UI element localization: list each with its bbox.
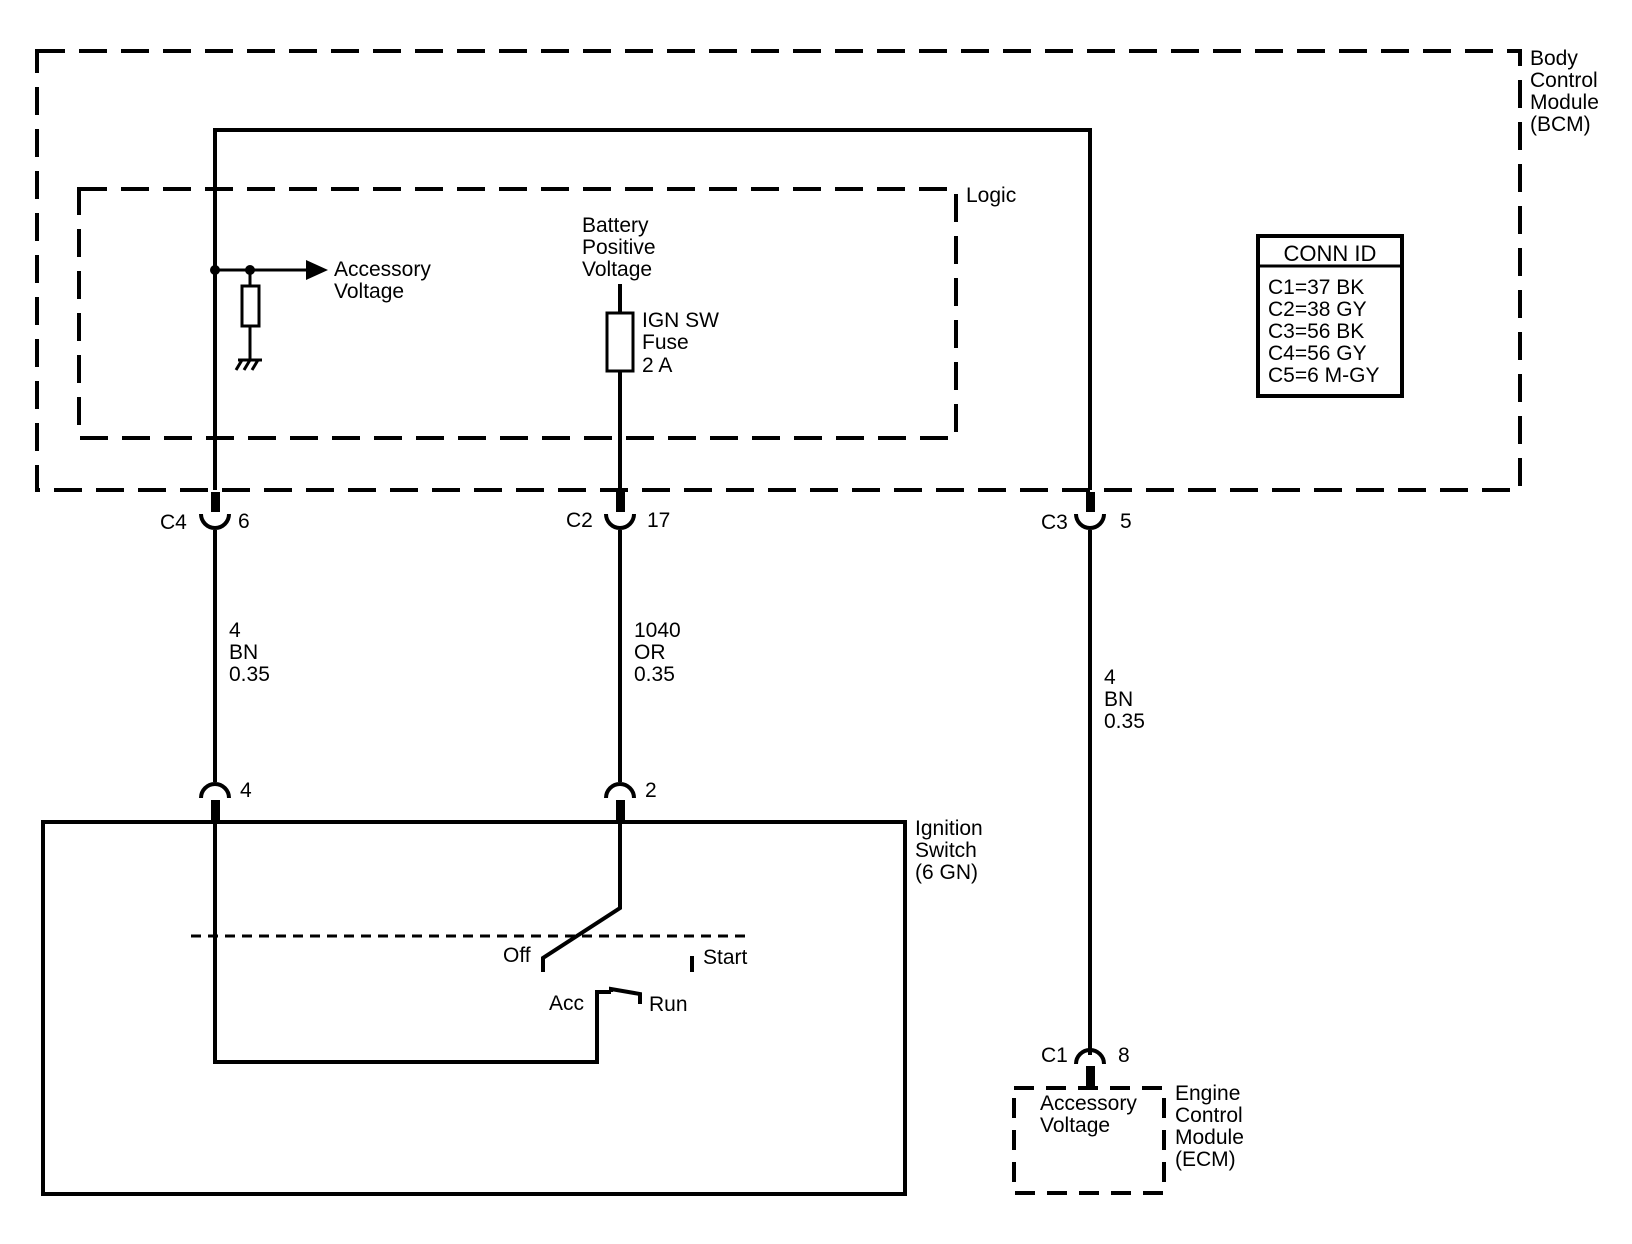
connector-pin: 8 bbox=[1118, 1044, 1130, 1067]
logic-boundary bbox=[77, 187, 958, 440]
wire-middle-label: 1040 OR 0.35 bbox=[634, 619, 687, 686]
acc-circuit-wire bbox=[213, 822, 611, 1064]
connector-pin: 17 bbox=[647, 509, 670, 532]
connector-pin: 5 bbox=[1120, 510, 1132, 533]
connector-c3: C3 5 bbox=[1041, 492, 1132, 534]
accessory-voltage-label: Accessory Voltage bbox=[334, 258, 437, 303]
acc-run-contact bbox=[609, 986, 642, 1004]
connector-name: C1 bbox=[1041, 1044, 1068, 1067]
conn-id-row: C1=37 BK bbox=[1268, 276, 1364, 299]
connector-name: C3 bbox=[1041, 511, 1068, 534]
switch-position-start: Start bbox=[703, 946, 748, 969]
connector-pin: 2 bbox=[645, 779, 657, 802]
conn-id-row: C2=38 GY bbox=[1268, 298, 1367, 321]
conn-id-row: C4=56 GY bbox=[1268, 342, 1367, 365]
bcm-boundary bbox=[35, 49, 1522, 492]
arrow-right-icon bbox=[306, 260, 328, 280]
ground-icon bbox=[234, 358, 262, 371]
connector-pin: 4 bbox=[240, 779, 252, 802]
conn-id-title: CONN ID bbox=[1284, 241, 1377, 266]
ign-sw-fuse bbox=[605, 311, 635, 373]
connector-c4: C4 6 bbox=[160, 492, 250, 534]
fuse-label: IGN SW Fuse 2 A bbox=[642, 309, 725, 377]
connector-ecm-c1: C1 8 bbox=[1041, 1044, 1130, 1086]
conn-id-row: C5=6 M-GY bbox=[1268, 364, 1379, 387]
conn-id-table: CONN ID C1=37 BK C2=38 GY C3=56 BK C4=56… bbox=[1256, 234, 1404, 398]
pulldown-resistor bbox=[240, 284, 261, 328]
connector-pin: 6 bbox=[238, 510, 250, 533]
connector-name: C4 bbox=[160, 511, 187, 534]
connector-switch-pin4: 4 bbox=[199, 779, 252, 822]
ecm-label: Engine Control Module (ECM) bbox=[1175, 1082, 1250, 1171]
switch-position-off: Off bbox=[503, 944, 531, 967]
wire-right-label: 4 BN 0.35 bbox=[1104, 666, 1145, 733]
ignition-switch-label: Ignition Switch (6 GN) bbox=[915, 817, 989, 884]
connector-name: C2 bbox=[566, 509, 593, 532]
connector-switch-pin2: 2 bbox=[604, 779, 657, 822]
conn-id-row: C3=56 BK bbox=[1268, 320, 1364, 343]
switch-blade bbox=[541, 822, 622, 972]
wire-left-label: 4 BN 0.35 bbox=[229, 619, 270, 686]
connector-c2: C2 17 bbox=[566, 492, 670, 532]
logic-label: Logic bbox=[966, 184, 1016, 207]
bcm-label: Body Control Module (BCM) bbox=[1530, 47, 1605, 136]
ecm-accessory-voltage-label: Accessory Voltage bbox=[1040, 1092, 1143, 1137]
switch-position-acc: Acc bbox=[549, 992, 584, 1015]
battery-voltage-label: Battery Positive Voltage bbox=[582, 214, 661, 281]
ecm-boundary bbox=[1012, 1086, 1166, 1195]
switch-position-run: Run bbox=[649, 993, 688, 1016]
bcm-internal-bus-wire bbox=[213, 128, 1092, 490]
ignition-switch-box bbox=[41, 820, 907, 1196]
